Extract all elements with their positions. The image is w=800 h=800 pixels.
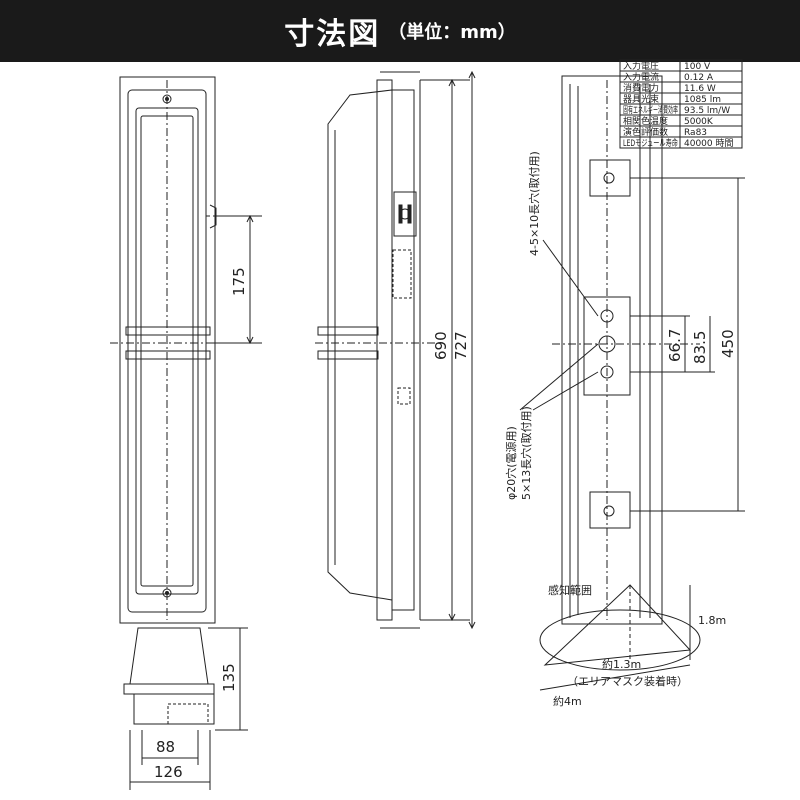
drawing-title: 寸法図 （単位：mm）: [0, 0, 800, 62]
unit-text: （単位：mm）: [388, 22, 516, 43]
label-mount-slot-2: 5×13長穴(取付用): [519, 406, 533, 500]
sensor-title: 感知範囲: [548, 583, 592, 597]
front-view: [110, 76, 262, 624]
spec-label: 演色評価数: [623, 126, 668, 138]
dim-690: 690: [432, 331, 450, 360]
spec-label: 入力電圧: [623, 60, 659, 72]
spec-value: 5000K: [684, 117, 714, 127]
dim-727: 727: [452, 331, 470, 360]
spec-label: LEDモジュール寿命: [623, 137, 678, 149]
spec-value: 1085 lm: [684, 95, 721, 105]
spec-value: 11.6 W: [684, 84, 716, 94]
dim-126: 126: [154, 763, 183, 781]
spec-label: 消費電力: [623, 82, 659, 94]
spec-label: 相関色温度: [623, 115, 668, 127]
side-view: [315, 70, 476, 630]
spec-value: 0.12 A: [684, 73, 714, 83]
title-bar: 寸法図 （単位：mm）: [0, 0, 800, 62]
sensor-radius-1-3: 約1.3m: [602, 657, 641, 671]
dim-83-5: 83.5: [691, 331, 709, 364]
sensor-mask-note: （エリアマスク装着時）: [567, 674, 688, 688]
spec-label: 器具光束: [623, 93, 659, 105]
sensor-range-diagram: [539, 584, 701, 691]
dim-135: 135: [220, 663, 238, 692]
label-power-hole: φ20穴(電源用): [504, 426, 518, 500]
bottom-view: [123, 627, 248, 790]
dim-175: 175: [230, 267, 248, 296]
label-mount-slot: 4-5×10長穴(取付用): [527, 151, 541, 256]
title-text: 寸法図: [284, 17, 381, 52]
dim-66-7: 66.7: [666, 329, 684, 362]
sensor-height: 1.8m: [698, 614, 726, 627]
spec-value: 40000 時間: [684, 138, 734, 149]
spec-value: 93.5 lm/W: [684, 106, 730, 116]
dim-88: 88: [156, 738, 175, 756]
dim-450: 450: [719, 329, 737, 358]
spec-label: 入力電流: [623, 71, 659, 83]
back-view: [519, 59, 745, 625]
spec-table: 入力電圧 100 V 入力電流 0.12 A 消費電力 11.6 W 器具光束 …: [623, 60, 734, 149]
spec-value: 100 V: [684, 62, 711, 72]
spec-value: Ra83: [684, 128, 707, 138]
sensor-radius-4: 約4m: [553, 694, 582, 708]
spec-label: 固有エネルギー消費効率: [623, 104, 678, 116]
